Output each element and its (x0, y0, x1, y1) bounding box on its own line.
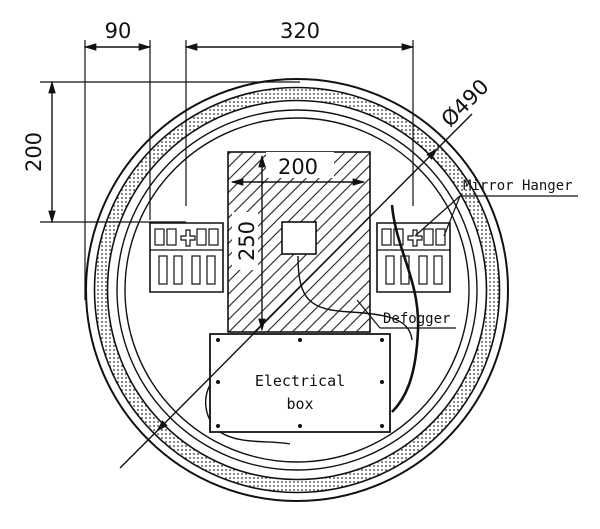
defogger-height-label: 250 (235, 221, 259, 261)
vertical-offset-label: 200 (22, 132, 46, 172)
mirror-hanger-left (149, 222, 224, 293)
mirror-hanger-label: Mirror Hanger (463, 178, 573, 194)
diameter-label: Ø490 (437, 75, 494, 132)
mirror-outline (85, 78, 509, 502)
top-dimensions: 90 320 (83, 19, 415, 300)
defogger-width-label: 200 (278, 155, 318, 179)
hanger-offset-label: 90 (105, 19, 132, 43)
hanger-spacing-label: 320 (280, 19, 320, 43)
defogger-connector (281, 221, 317, 255)
left-dimension: 200 (22, 80, 300, 224)
defogger-label: Defogger (383, 311, 450, 327)
electrical-box-label-line2: box (286, 395, 313, 413)
mirror-hanger-callout: Mirror Hanger (414, 178, 578, 237)
electrical-box: Electrical box (209, 333, 391, 433)
mirror-hanger-right (376, 222, 451, 293)
electrical-box-label-line1: Electrical (255, 372, 345, 390)
defogger-callout: Defogger (356, 299, 456, 329)
